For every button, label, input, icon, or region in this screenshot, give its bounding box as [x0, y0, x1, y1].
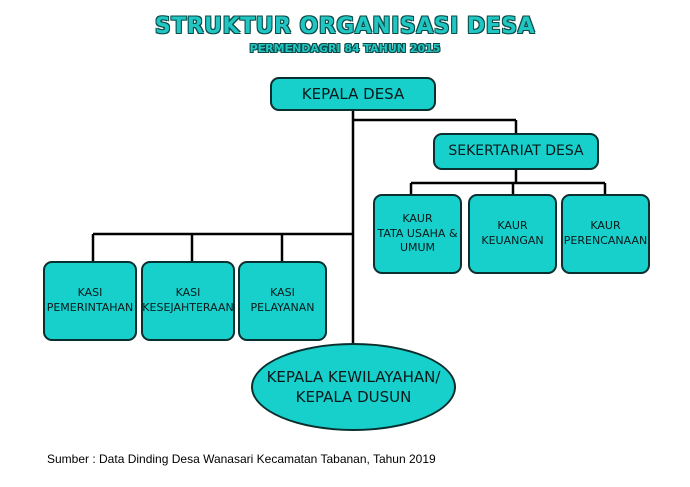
node-kaur-tata-usaha-umum: KAUR TATA USAHA & UMUM [373, 194, 462, 274]
node-kaur-perencanaan: KAUR PERENCANAAN [561, 194, 650, 274]
node-kasi-pemerintahan: KASI PEMERINTAHAN [43, 261, 137, 341]
node-sekertariat-desa: SEKERTARIAT DESA [433, 133, 599, 170]
node-kasi-kesejahteraan: KASI KESEJAHTERAAN [141, 261, 235, 341]
node-kaur-keuangan: KAUR KEUANGAN [468, 194, 557, 274]
source-caption: Sumber : Data Dinding Desa Wanasari Keca… [47, 452, 436, 466]
node-kepala-kewilayahan: KEPALA KEWILAYAHAN/ KEPALA DUSUN [251, 343, 456, 431]
chart-subtitle: PERMENDAGRI 84 TAHUN 2015 [249, 42, 441, 55]
chart-title: STRUKTUR ORGANISASI DESA [154, 14, 536, 39]
node-kasi-pelayanan: KASI PELAYANAN [238, 261, 327, 341]
node-kepala-desa: KEPALA DESA [270, 77, 436, 111]
